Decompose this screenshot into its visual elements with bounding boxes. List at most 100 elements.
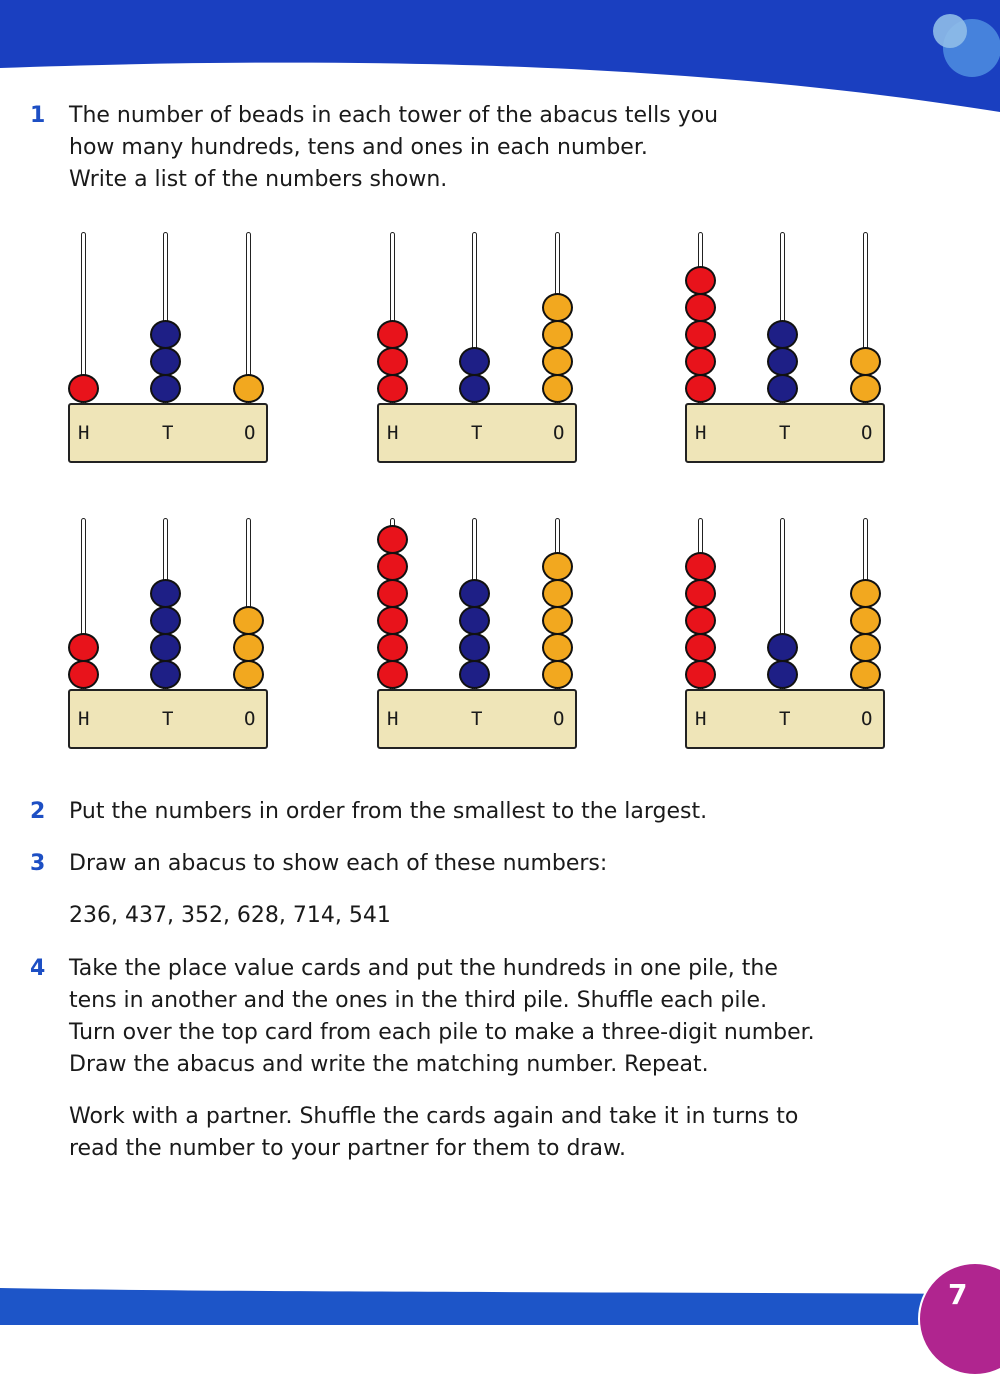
bead-hundreds: [377, 347, 408, 376]
bead-hundreds: [685, 374, 716, 403]
place-label: O: [553, 422, 565, 444]
place-label: H: [695, 422, 707, 444]
bead-ones: [542, 660, 573, 689]
number-list: 236, 437, 352, 628, 714, 541: [69, 903, 391, 928]
bead-tens: [767, 347, 798, 376]
footer-banner: [0, 1288, 1000, 1325]
question-text: Work with a partner. Shuffle the cards a…: [69, 1104, 799, 1129]
place-label: H: [78, 422, 90, 444]
bead-ones: [542, 293, 573, 322]
header-banner: [0, 0, 1000, 112]
bead-hundreds: [68, 660, 99, 689]
bead-ones: [542, 374, 573, 403]
bead-tens: [150, 660, 181, 689]
bead-ones: [233, 606, 264, 635]
place-label: T: [471, 422, 483, 444]
bead-tens: [150, 320, 181, 349]
bead-hundreds: [377, 579, 408, 608]
place-label: O: [861, 708, 873, 730]
bead-tens: [459, 606, 490, 635]
decor-circle: [933, 14, 967, 48]
bead-ones: [542, 579, 573, 608]
bead-hundreds: [685, 606, 716, 635]
bead-ones: [850, 606, 881, 635]
bead-hundreds: [685, 660, 716, 689]
bead-tens: [150, 347, 181, 376]
question-text: read the number to your partner for them…: [69, 1136, 626, 1161]
question-text: tens in another and the ones in the thir…: [69, 988, 768, 1013]
place-label: O: [861, 422, 873, 444]
bead-hundreds: [377, 660, 408, 689]
bead-tens: [459, 347, 490, 376]
bead-ones: [233, 660, 264, 689]
place-label: H: [387, 422, 399, 444]
bead-ones: [233, 374, 264, 403]
bead-hundreds: [685, 320, 716, 349]
bead-hundreds: [377, 320, 408, 349]
bead-hundreds: [685, 552, 716, 581]
question-text: Turn over the top card from each pile to…: [69, 1020, 815, 1045]
bead-tens: [150, 606, 181, 635]
bead-hundreds: [685, 633, 716, 662]
place-label: T: [779, 422, 791, 444]
bead-hundreds: [377, 606, 408, 635]
question-number: 1: [30, 103, 46, 128]
question-text: Draw the abacus and write the matching n…: [69, 1052, 709, 1077]
question-text: how many hundreds, tens and ones in each…: [69, 135, 648, 160]
place-label: T: [162, 422, 174, 444]
bead-tens: [150, 579, 181, 608]
question-number: 4: [30, 956, 46, 981]
question-text: The number of beads in each tower of the…: [69, 103, 719, 128]
bead-ones: [850, 660, 881, 689]
place-label: H: [695, 708, 707, 730]
bead-ones: [542, 633, 573, 662]
bead-tens: [459, 633, 490, 662]
bead-hundreds: [685, 579, 716, 608]
place-label: O: [553, 708, 565, 730]
bead-tens: [150, 374, 181, 403]
place-label: O: [244, 422, 256, 444]
place-label: T: [471, 708, 483, 730]
question-text: Write a list of the numbers shown.: [69, 167, 448, 192]
question-text: Draw an abacus to show each of these num…: [69, 851, 608, 876]
bead-hundreds: [377, 374, 408, 403]
bead-ones: [850, 633, 881, 662]
question-number: 3: [30, 851, 46, 876]
place-label: O: [244, 708, 256, 730]
bead-hundreds: [685, 347, 716, 376]
bead-tens: [767, 320, 798, 349]
bead-ones: [850, 347, 881, 376]
question-text: Put the numbers in order from the smalle…: [69, 799, 708, 824]
bead-ones: [233, 633, 264, 662]
bead-hundreds: [68, 633, 99, 662]
place-label: H: [387, 708, 399, 730]
question-text: Take the place value cards and put the h…: [69, 956, 778, 981]
place-label: T: [779, 708, 791, 730]
bead-ones: [542, 552, 573, 581]
bead-ones: [850, 374, 881, 403]
bead-hundreds: [685, 266, 716, 295]
bead-tens: [150, 633, 181, 662]
bead-hundreds: [377, 552, 408, 581]
page-number: 7: [948, 1278, 968, 1311]
bead-tens: [767, 660, 798, 689]
bead-tens: [459, 579, 490, 608]
bead-ones: [850, 579, 881, 608]
place-label: T: [162, 708, 174, 730]
bead-hundreds: [68, 374, 99, 403]
bead-tens: [459, 660, 490, 689]
place-label: H: [78, 708, 90, 730]
bead-tens: [767, 374, 798, 403]
